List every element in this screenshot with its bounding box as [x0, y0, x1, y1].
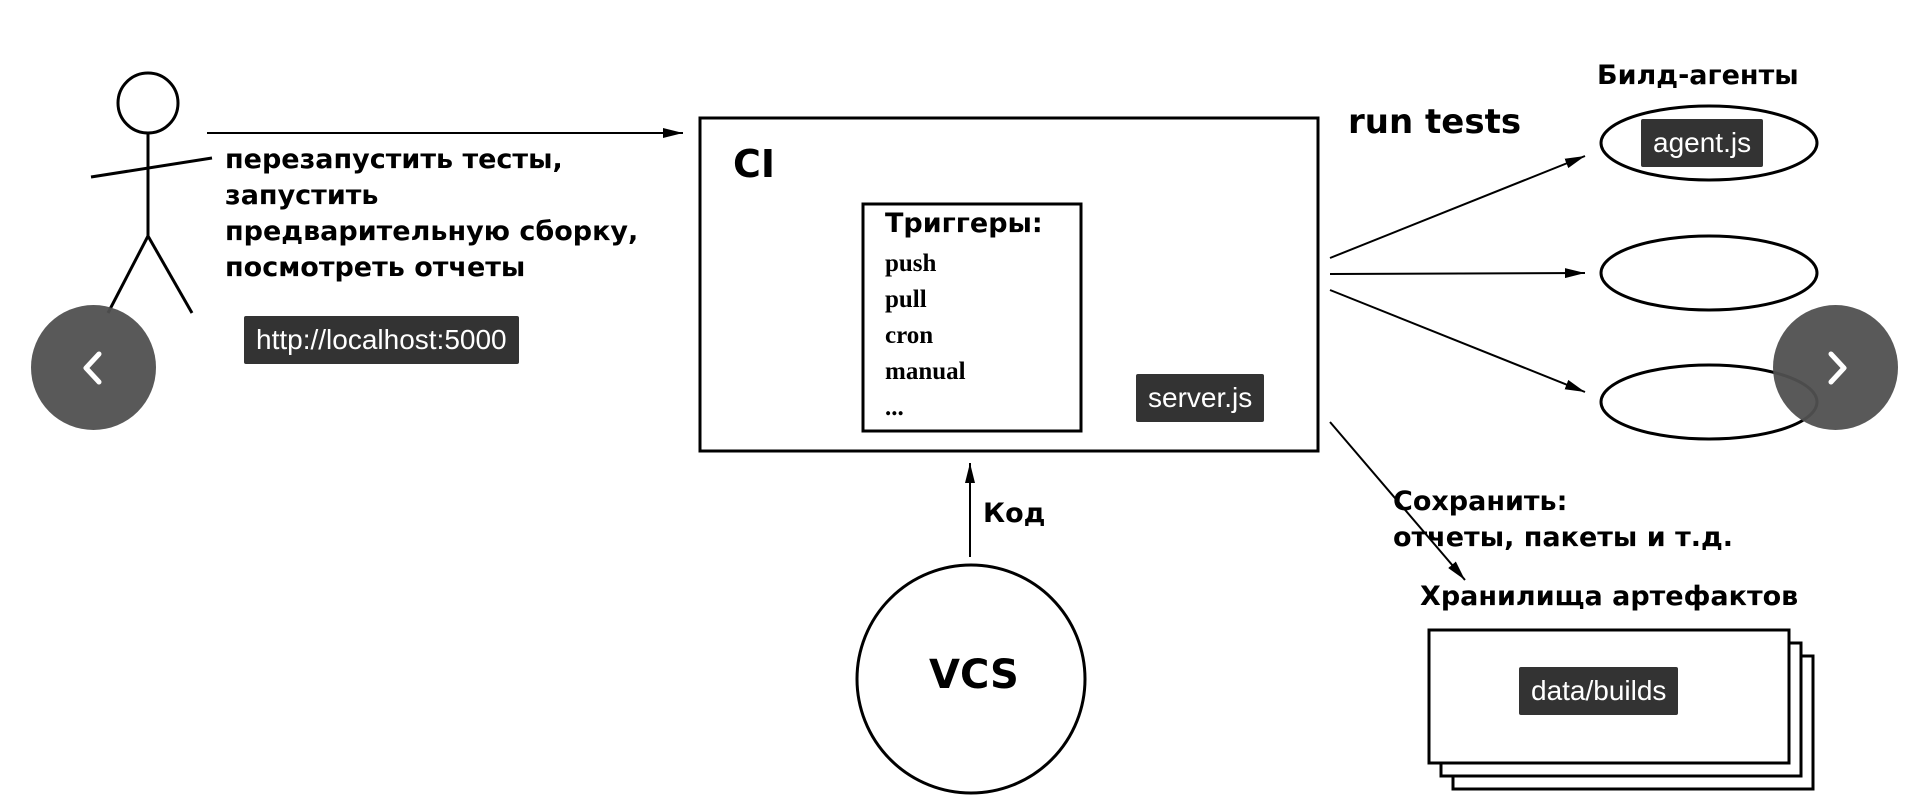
- trigger-item: push: [885, 250, 937, 277]
- vcs-label: VCS: [929, 652, 1019, 698]
- arrow-ci-to-agent-3: [1329, 289, 1586, 393]
- save-line: Сохранить:: [1393, 486, 1568, 517]
- chevron-left-icon: [83, 351, 101, 384]
- trigger-item: cron: [885, 322, 934, 349]
- stick-figure: [90, 71, 213, 314]
- code-label: Код: [983, 498, 1046, 529]
- run-tests-label: run tests: [1348, 102, 1522, 142]
- triggers-title: Триггеры:: [885, 208, 1043, 239]
- localhost-tag: http://localhost:5000: [244, 316, 519, 364]
- prev-slide-button[interactable]: [31, 305, 156, 430]
- user-action-line: запустить: [225, 180, 379, 211]
- arrow-ci-to-agent-1: [1329, 155, 1586, 259]
- arrow-ci-to-agent-2: [1329, 268, 1586, 279]
- agent-js-tag: agent.js: [1641, 119, 1764, 167]
- triggers-list: push pull cron manual ...: [885, 246, 966, 426]
- next-slide-button[interactable]: [1773, 305, 1898, 430]
- agent-ellipse-1: [1599, 104, 1819, 182]
- trigger-item: pull: [885, 286, 927, 313]
- agent-ellipse-2: [1599, 234, 1819, 312]
- data-builds-tag: data/builds: [1519, 667, 1679, 715]
- storage-title: Хранилища артефактов: [1420, 581, 1799, 612]
- save-label: Сохранить: отчеты, пакеты и т.д.: [1393, 484, 1733, 556]
- chevron-right-icon: [1828, 351, 1846, 384]
- user-action-line: перезапустить тесты,: [225, 144, 563, 175]
- user-action-line: посмотреть отчеты: [225, 252, 526, 283]
- user-actions-text: перезапустить тесты, запустить предварит…: [225, 142, 638, 286]
- trigger-item: manual: [885, 358, 966, 385]
- ci-box: [698, 116, 1320, 453]
- vcs-circle: [855, 563, 1087, 795]
- save-line: отчеты, пакеты и т.д.: [1393, 522, 1734, 553]
- trigger-item: ...: [885, 394, 904, 421]
- arrow-ci-to-storage: [1329, 421, 1466, 581]
- server-js-tag: server.js: [1136, 374, 1265, 422]
- user-action-line: предварительную сборку,: [225, 216, 639, 247]
- triggers-box: [861, 202, 1083, 433]
- ci-title: CI: [733, 142, 776, 186]
- agents-title: Билд-агенты: [1597, 60, 1799, 91]
